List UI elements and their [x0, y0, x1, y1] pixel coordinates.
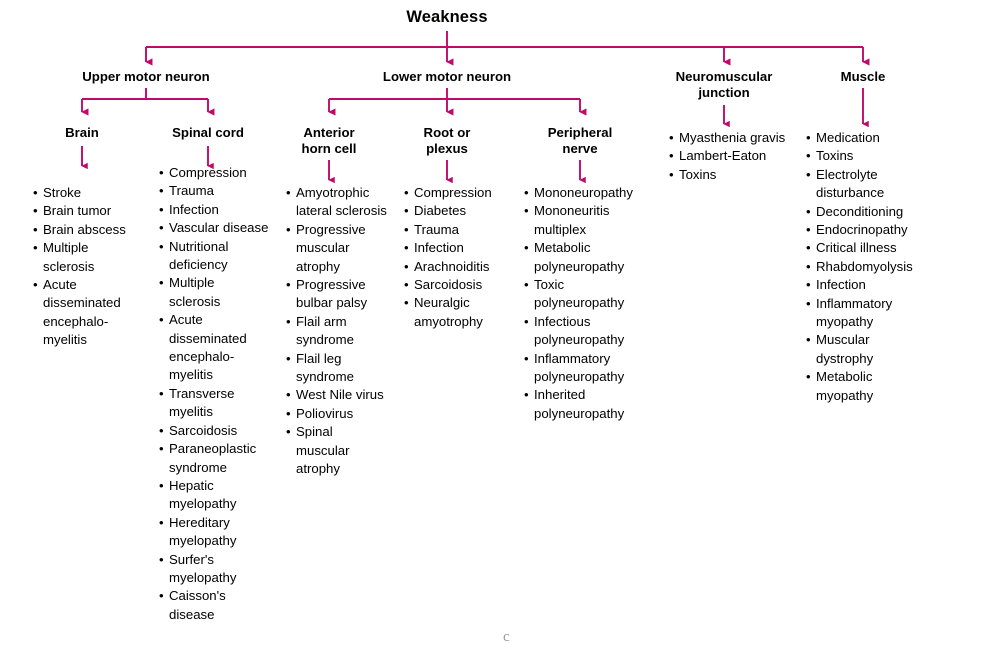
list-item: Nutritional deficiency	[159, 238, 269, 275]
list-item: Electrolyte disturbance	[806, 166, 930, 203]
list-item: Infection	[806, 276, 930, 295]
list-item: Inflammatory polyneuropathy	[524, 350, 640, 387]
list-item: Flail leg syndrome	[286, 350, 389, 387]
list-item: Poliovirus	[286, 405, 389, 424]
list-item: Rhabdomyolysis	[806, 258, 930, 277]
list-item: Sarcoidosis	[404, 276, 516, 295]
list-item: Brain tumor	[33, 202, 135, 221]
list-item: Sarcoidosis	[159, 422, 269, 441]
list-item: Trauma	[159, 182, 269, 201]
list-item: Hereditary myelopathy	[159, 514, 269, 551]
list-item: Medication	[806, 129, 930, 148]
node-lower-motor-neuron[interactable]: Lower motor neuron	[382, 69, 512, 84]
list-item: Transverse myelitis	[159, 385, 269, 422]
node-root-or-plexus[interactable]: Root or plexus	[423, 125, 471, 156]
node-brain[interactable]: Brain	[65, 125, 99, 140]
list-item: Surfer's myelopathy	[159, 551, 269, 588]
list-item: Acute disseminated encephalo-myelitis	[33, 276, 135, 350]
node-spinal-cord[interactable]: Spinal cord	[172, 125, 244, 140]
list-item: Hepatic myelopathy	[159, 477, 269, 514]
list-brain: StrokeBrain tumorBrain abscessMultiple s…	[33, 184, 135, 350]
list-item: Trauma	[404, 221, 516, 240]
list-item: Critical illness	[806, 239, 930, 258]
node-peripheral-nerve[interactable]: Peripheral nerve	[547, 125, 613, 156]
list-item: Inherited polyneuropathy	[524, 386, 640, 423]
list-item: Toxic polyneuropathy	[524, 276, 640, 313]
list-item: Progressive muscular atrophy	[286, 221, 389, 276]
list-item: Flail arm syndrome	[286, 313, 389, 350]
list-item: Brain abscess	[33, 221, 135, 240]
list-item: Toxins	[669, 166, 787, 185]
list-neuromuscular-junction: Myasthenia gravisLambert-EatonToxins	[669, 129, 787, 185]
list-item: Deconditioning	[806, 203, 930, 222]
list-item: Arachnoiditis	[404, 258, 516, 277]
list-item: Progressive bulbar palsy	[286, 276, 389, 313]
list-item: Acute disseminated encephalo-myelitis	[159, 311, 269, 385]
list-item: Compression	[159, 164, 269, 183]
page-artifact-glyph: c	[503, 629, 510, 645]
list-item: Infection	[404, 239, 516, 258]
list-item: Multiple sclerosis	[33, 239, 135, 276]
list-root-or-plexus: CompressionDiabetesTraumaInfectionArachn…	[404, 184, 516, 331]
list-item: Mononeuritis multiplex	[524, 202, 640, 239]
list-item: Paraneoplastic syndrome	[159, 440, 269, 477]
list-item: West Nile virus	[286, 386, 389, 405]
list-item: Endocrinopathy	[806, 221, 930, 240]
list-item: Lambert-Eaton	[669, 147, 787, 166]
list-item: Diabetes	[404, 202, 516, 221]
list-spinal-cord: CompressionTraumaInfectionVascular disea…	[159, 164, 269, 624]
node-neuromuscular-junction[interactable]: Neuromuscular junction	[675, 69, 773, 100]
list-item: Spinal muscular atrophy	[286, 423, 389, 478]
list-item: Caisson's disease	[159, 587, 269, 624]
list-item: Infectious polyneuropathy	[524, 313, 640, 350]
list-item: Inflammatory myopathy	[806, 295, 930, 332]
list-item: Infection	[159, 201, 269, 220]
list-item: Multiple sclerosis	[159, 274, 269, 311]
list-item: Muscular dystrophy	[806, 331, 930, 368]
list-muscle: MedicationToxinsElectrolyte disturbanceD…	[806, 129, 930, 405]
list-item: Metabolic polyneuropathy	[524, 239, 640, 276]
node-upper-motor-neuron[interactable]: Upper motor neuron	[82, 69, 210, 84]
list-item: Myasthenia gravis	[669, 129, 787, 148]
list-item: Vascular disease	[159, 219, 269, 238]
node-weakness[interactable]: Weakness	[406, 8, 488, 26]
node-anterior-horn-cell[interactable]: Anterior horn cell	[301, 125, 357, 156]
list-item: Metabolic myopathy	[806, 368, 930, 405]
list-item: Mononeuropathy	[524, 184, 640, 203]
list-item: Stroke	[33, 184, 135, 203]
list-item: Neuralgic amyotrophy	[404, 294, 516, 331]
list-peripheral-nerve: MononeuropathyMononeuritis multiplexMeta…	[524, 184, 640, 423]
list-item: Amyotrophic lateral sclerosis	[286, 184, 389, 221]
list-item: Compression	[404, 184, 516, 203]
list-item: Toxins	[806, 147, 930, 166]
node-muscle[interactable]: Muscle	[840, 69, 886, 84]
list-anterior-horn-cell: Amyotrophic lateral sclerosisProgressive…	[286, 184, 389, 479]
